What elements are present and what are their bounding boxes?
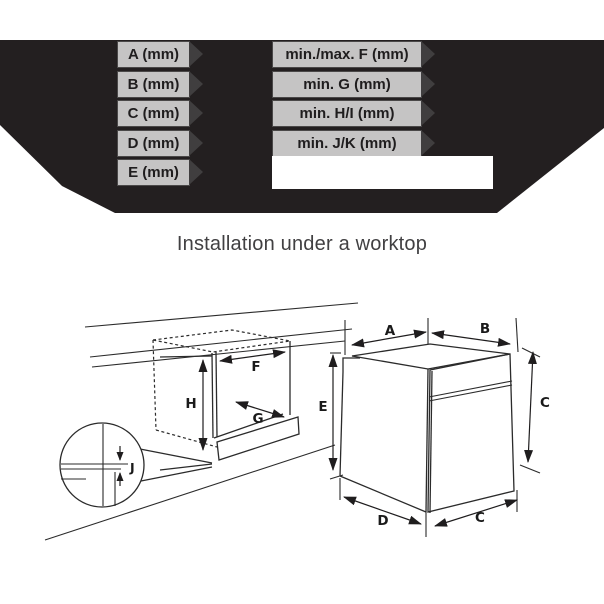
chevron-right-icon: [421, 100, 435, 126]
chevron-right-icon: [189, 159, 203, 185]
blank-value-box: [272, 156, 493, 189]
spec-label-b-text: B (mm): [127, 76, 180, 93]
chevron-right-icon: [421, 41, 435, 67]
dimension-b: B: [431, 321, 511, 347]
dim-label-f: F: [251, 359, 260, 375]
dim-label-c-bottom: C: [475, 510, 485, 526]
dim-label-d: D: [377, 513, 388, 529]
dimension-c-bottom: C: [434, 499, 518, 527]
worktop-lines: [44, 302, 359, 541]
oven-diagram: E A B C D C: [318, 317, 550, 537]
chevron-right-icon: [189, 71, 203, 97]
detail-callout: J: [59, 422, 213, 508]
spec-label-f-text: min./max. F (mm): [285, 46, 409, 63]
dim-label-j: J: [129, 460, 135, 475]
dimension-g: G: [235, 401, 285, 427]
spec-label-jk-text: min. J/K (mm): [297, 135, 397, 152]
spec-label-a-text: A (mm): [127, 46, 180, 63]
dimension-d: D: [343, 496, 422, 529]
spec-label-d-text: D (mm): [127, 135, 180, 152]
chevron-right-icon: [189, 41, 203, 67]
dimension-h: H: [185, 359, 208, 451]
dim-label-b: B: [480, 321, 490, 337]
spec-label-c: C (mm): [117, 100, 203, 127]
dimension-a: A: [351, 323, 427, 348]
dimension-c-side: C: [524, 351, 550, 463]
spec-label-d: D (mm): [117, 130, 203, 157]
dim-label-e: E: [318, 399, 327, 415]
chevron-right-icon: [189, 100, 203, 126]
spec-label-hi: min. H/I (mm): [272, 100, 435, 127]
spec-label-g: min. G (mm): [272, 71, 435, 98]
chevron-right-icon: [189, 130, 203, 156]
spec-label-c-text: C (mm): [127, 105, 180, 122]
spec-banner: A (mm) B (mm) C (mm) D (mm) E (mm) min./…: [0, 0, 604, 214]
spec-label-e: E (mm): [117, 159, 203, 186]
niche-solid-edges: [159, 341, 300, 471]
spec-label-jk: min. J/K (mm): [272, 130, 435, 157]
spec-label-b: B (mm): [117, 71, 203, 98]
spec-label-e-text: E (mm): [128, 164, 179, 181]
spec-label-a: A (mm): [117, 41, 203, 68]
dim-label-c-side: C: [540, 395, 550, 411]
chevron-right-icon: [421, 71, 435, 97]
dimension-e: E: [318, 354, 338, 471]
dimension-f: F: [219, 349, 286, 375]
dim-label-h: H: [185, 396, 196, 412]
spec-label-f: min./max. F (mm): [272, 41, 435, 68]
dim-label-g: G: [252, 411, 263, 427]
chevron-right-icon: [421, 130, 435, 156]
oven-door: [427, 353, 515, 513]
oven-body: [339, 343, 515, 514]
page-title: Installation under a worktop: [176, 233, 428, 255]
dim-label-a: A: [385, 323, 396, 339]
spec-label-g-text: min. G (mm): [303, 76, 391, 93]
niche-diagram: J F H G: [44, 302, 359, 541]
spec-label-hi-text: min. H/I (mm): [299, 105, 395, 122]
